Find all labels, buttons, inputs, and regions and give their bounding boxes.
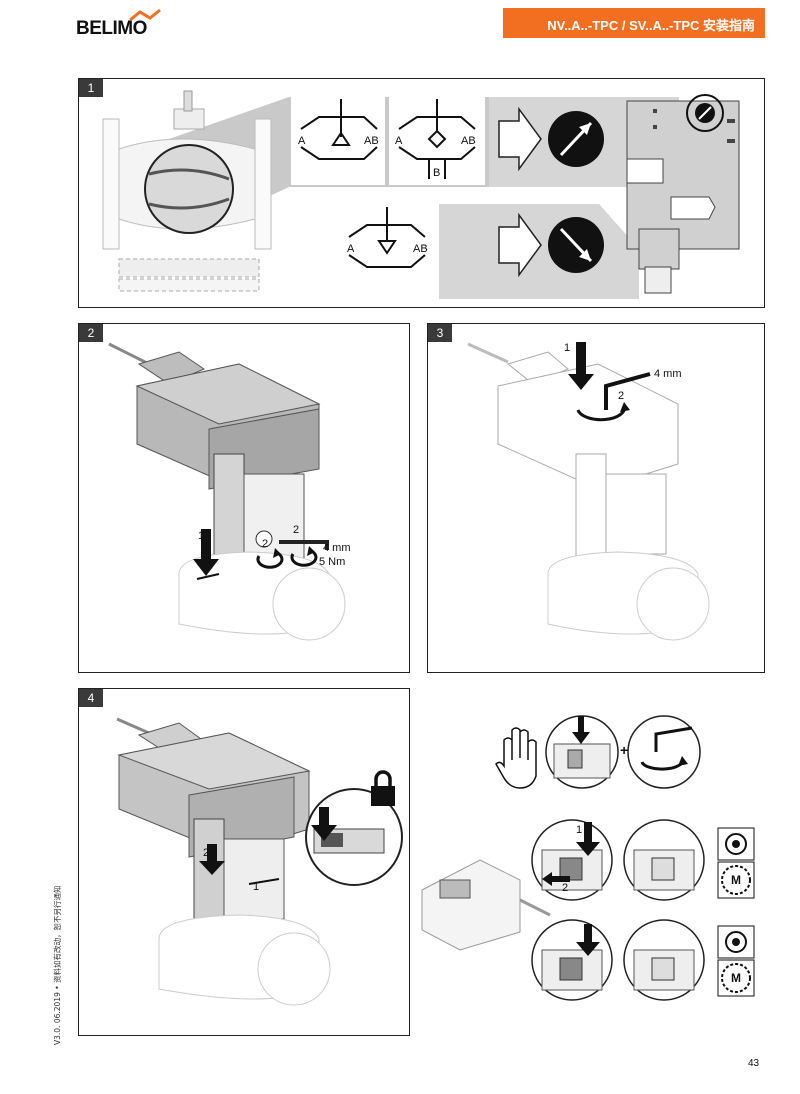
symbol2-port-a: A: [395, 135, 403, 147]
brand-name: BELIMO: [76, 18, 147, 39]
indicator-adjust-illustration: [467, 342, 710, 641]
page-title: NV..A..-TPC / SV..A..-TPC 安装指南: [547, 18, 755, 33]
symbol3-port-a: A: [347, 243, 355, 255]
motor-label-bottom: M: [731, 971, 741, 985]
valve-orientation-illustration: [102, 90, 740, 299]
symbol3-port-ab: AB: [413, 243, 428, 255]
page-number: 43: [748, 1058, 760, 1069]
symbol2-port-ab: AB: [461, 135, 476, 147]
manual-label-1: 1: [576, 824, 583, 836]
step-3-label-2: 2: [618, 390, 625, 402]
version-note: V3.0. 06.2019 • 资料如有改动，恕不另行通知: [53, 885, 62, 1045]
hand-icon: [495, 727, 537, 789]
torque-label: 5 Nm: [319, 556, 346, 568]
manual-label-2: 2: [562, 882, 569, 894]
plus-sign: +: [620, 742, 629, 758]
step-number: 4: [79, 689, 103, 707]
step-3-panel: 3 1 2 4 mm: [427, 323, 765, 673]
motor-label-top: M: [731, 873, 741, 887]
step-4-label-2: 2: [203, 847, 210, 859]
header-bar: NV..A..-TPC / SV..A..-TPC 安装指南: [503, 8, 765, 38]
step-3-wrench-label: 4 mm: [654, 368, 682, 380]
symbol1-port-a: A: [298, 135, 306, 147]
step-2-label-2b: 2: [293, 524, 300, 536]
step-2-label-1: 1: [198, 530, 205, 542]
actuator-mounting-illustration: [108, 342, 346, 641]
step-2-panel: 2 1 2 2 4 mm 5 Nm: [78, 323, 410, 673]
step-number: 3: [428, 324, 452, 342]
manual-override-illustration: [421, 715, 755, 1001]
logo-mark-icon: [129, 8, 161, 22]
step-number: 1: [79, 79, 103, 97]
step-4-panel: 4 1 2: [78, 688, 410, 1036]
step-number: 2: [79, 324, 103, 342]
belimo-logo: BELIMO: [76, 8, 168, 40]
symbol1-port-ab: AB: [364, 135, 379, 147]
step-2-label-2a: 2: [262, 538, 269, 550]
wrench-size-label: 4 mm: [323, 542, 351, 554]
manual-override-area: + 1 2 M M: [420, 700, 765, 1020]
lock-position-illustration: [116, 717, 403, 1006]
step-4-label-1: 1: [253, 881, 260, 893]
symbol2-port-b: B: [433, 167, 441, 179]
step-3-label-1: 1: [564, 342, 571, 354]
step-1-panel: 1: [78, 78, 765, 308]
